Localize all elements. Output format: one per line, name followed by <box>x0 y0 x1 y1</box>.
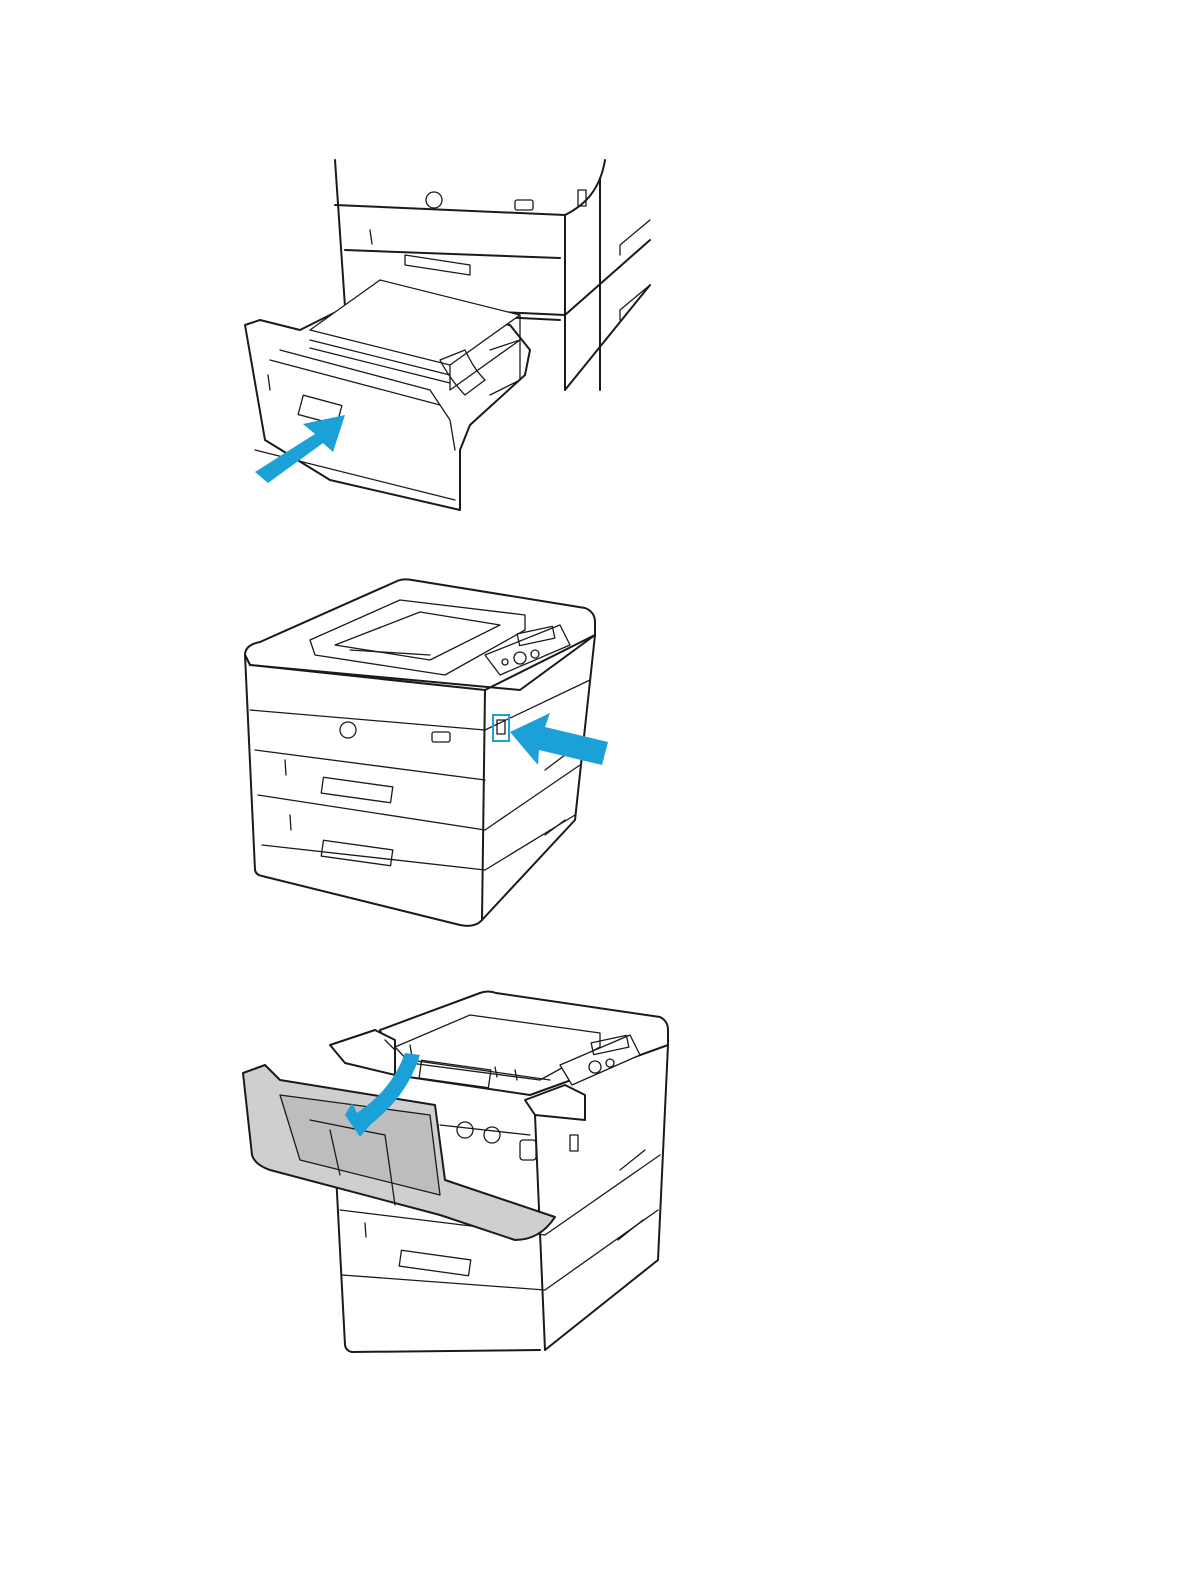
tray-handle <box>399 1250 471 1276</box>
door-release-icon <box>570 1135 578 1151</box>
roller-icon <box>457 1122 473 1138</box>
door-release-button[interactable] <box>493 715 509 741</box>
printer-front-drawing <box>0 570 1189 940</box>
power-button-icon <box>515 200 533 210</box>
push-arrow-icon <box>510 713 608 765</box>
printer-front <box>245 655 485 926</box>
illustration-insert-tray <box>0 150 1189 530</box>
illustration-press-release-button <box>0 570 1189 940</box>
printer-open-door-drawing <box>0 985 1189 1355</box>
illustration-open-front-door <box>0 985 1189 1355</box>
hp-logo-icon <box>426 192 442 208</box>
printer-tray-drawing <box>0 150 1189 530</box>
